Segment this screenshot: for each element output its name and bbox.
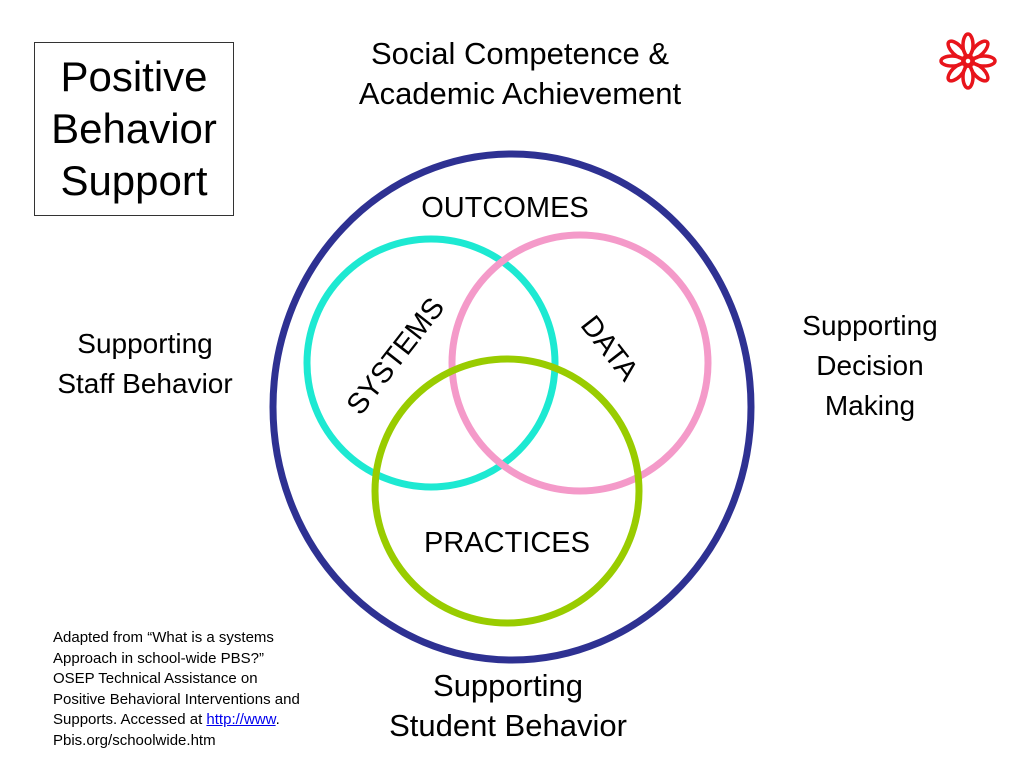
- data-label: DATA: [574, 310, 645, 388]
- top-caption-line-1: Social Competence &: [370, 36, 670, 71]
- citation-line-6: Pbis.org/schoolwide.htm: [53, 731, 216, 749]
- title-line-2: Behavior: [51, 105, 217, 152]
- top-caption: Social Competence & Academic Achievement: [300, 34, 740, 114]
- citation-line-4: Positive Behavioral Interventions and: [53, 690, 300, 708]
- right-caption: Supporting Decision Making: [770, 306, 970, 426]
- left-caption-line-1: Supporting: [77, 328, 213, 359]
- citation: Adapted from “What is a systems Approach…: [53, 628, 353, 751]
- citation-line-5-suffix: .: [275, 711, 280, 728]
- bottom-caption-line-2: Student Behavior: [389, 708, 627, 743]
- right-caption-line-2: Decision: [816, 350, 924, 381]
- outcomes-outer-circle: [269, 150, 755, 664]
- citation-line-3: OSEP Technical Assistance on: [53, 670, 258, 687]
- outcomes-label: OUTCOMES: [421, 192, 589, 224]
- asterisk-center: [962, 55, 974, 67]
- left-caption: Supporting Staff Behavior: [20, 324, 270, 404]
- citation-line-1: Adapted from “What is a systems: [53, 629, 274, 646]
- citation-line-5-prefix: Supports. Accessed at: [53, 711, 207, 728]
- bottom-caption: Supporting Student Behavior: [358, 666, 658, 746]
- systems-label: SYSTEMS: [341, 292, 452, 421]
- title-box: Positive Behavior Support: [34, 42, 234, 216]
- citation-link[interactable]: http://www: [206, 711, 276, 728]
- title-line-1: Positive: [60, 53, 208, 100]
- practices-circle: [371, 355, 643, 627]
- systems-circle: [303, 235, 559, 491]
- title-line-3: Support: [60, 157, 208, 204]
- right-caption-line-3: Making: [824, 390, 916, 421]
- data-circle: [448, 231, 712, 495]
- right-caption-line-1: Supporting: [802, 310, 938, 341]
- citation-line-2: Approach in school-wide PBS?”: [53, 649, 264, 667]
- top-caption-line-2: Academic Achievement: [358, 76, 682, 111]
- left-caption-line-2: Staff Behavior: [57, 368, 233, 399]
- red-asterisk-icon: [939, 32, 997, 90]
- bottom-caption-line-1: Supporting: [433, 668, 583, 703]
- practices-label: PRACTICES: [424, 527, 590, 559]
- citation-line-5: Supports. Accessed at http://www.: [53, 710, 353, 731]
